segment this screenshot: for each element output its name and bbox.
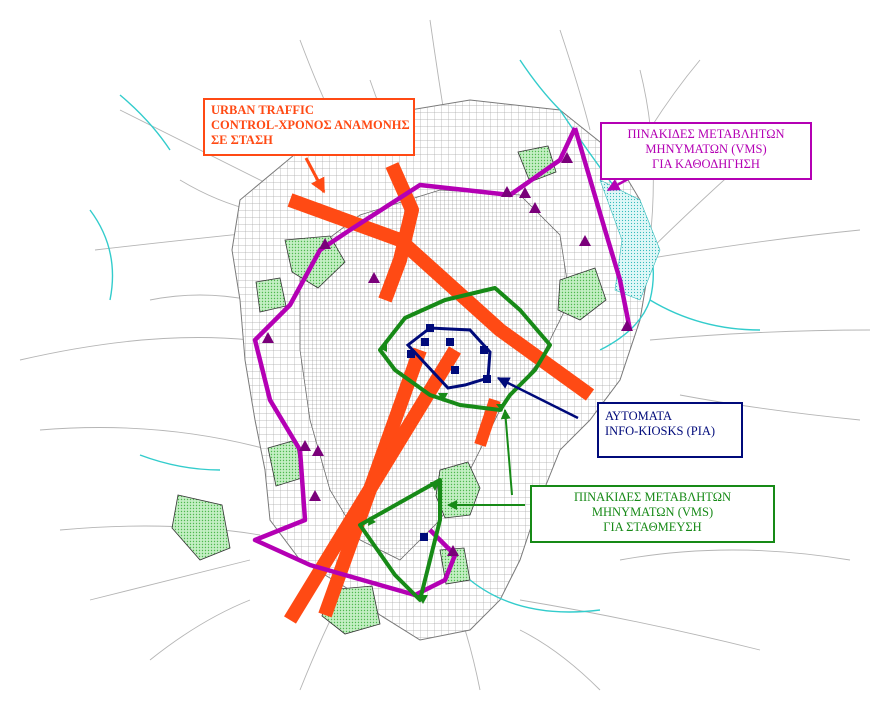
info-kiosk-icon	[426, 324, 434, 332]
vms-parking-label-line2: ΜΗΝΥΜΑΤΩΝ (VMS)	[591, 505, 714, 519]
vms-sign-icon	[529, 202, 541, 213]
outer-roads	[19, 19, 871, 691]
vms-parking-loop-south	[358, 478, 442, 602]
parking-leader-arrow-1	[500, 409, 513, 496]
info-kiosk-markers	[407, 324, 491, 541]
vms-sign-markers	[262, 152, 633, 556]
parking-sign-icon	[368, 517, 376, 526]
vms-guidance-label-line1: ΠΙΝΑΚΙΔΕΣ ΜΕΤΑΒΛΗΤΩΝ	[627, 127, 785, 141]
vms-sign-icon	[299, 440, 311, 451]
parking-sign-icon	[438, 393, 448, 402]
info-kiosk-icon	[420, 533, 428, 541]
parking-sign-icon	[418, 595, 428, 604]
vms-parking-callout: ΠΙΝΑΚΙΔΕΣ ΜΕΤΑΒΛΗΤΩΝ ΜΗΝΥΜΑΤΩΝ (VMS) ΓΙΑ…	[530, 485, 775, 543]
vms-guidance-ring-east	[572, 127, 633, 331]
vms-parking-loop	[378, 286, 552, 412]
info-kiosks-label-line1: ΑΥΤΟΜΑΤΑ	[605, 409, 673, 423]
info-kiosk-icon	[483, 375, 491, 383]
vms-sign-icon	[312, 445, 324, 456]
vms-sign-icon	[561, 152, 573, 163]
vms-sign-icon	[309, 490, 321, 501]
info-kiosk-icon	[407, 350, 415, 358]
vms-parking-label-line3: ΓΙΑ ΣΤΑΘΜΕΥΣΗ	[603, 520, 702, 534]
vms-sign-icon	[262, 332, 274, 343]
info-kiosk-icon	[446, 338, 454, 346]
info-kiosks-callout: ΑΥΤΟΜΑΤΑ INFO-KIOSKS (PIA)	[597, 402, 743, 458]
urban-traffic-label-line2: CONTROL-ΧΡΟΝΟΣ ΑΝΑΜΟΝΗΣ	[211, 118, 410, 132]
info-kiosk-icon	[480, 346, 488, 354]
vms-guidance-callout: ΠΙΝΑΚΙΔΕΣ ΜΕΤΑΒΛΗΤΩΝ ΜΗΝΥΜΑΤΩΝ (VMS) ΓΙΑ…	[600, 122, 812, 180]
utc-corridor-north	[378, 162, 419, 303]
parking-sign-icon	[379, 344, 387, 352]
vms-parking-label-line1: ΠΙΝΑΚΙΔΕΣ ΜΕΤΑΒΛΗΤΩΝ	[573, 490, 732, 504]
urban-traffic-label-line3: ΣΕ ΣΤΑΣΗ	[211, 133, 273, 147]
vms-sign-icon	[368, 272, 380, 283]
vms-sign-icon	[447, 545, 459, 556]
kiosk-leader-arrow	[496, 376, 579, 420]
urban-traffic-callout: URBAN TRAFFIC CONTROL-ΧΡΟΝΟΣ ΑΝΑΜΟΝΗΣ ΣΕ…	[203, 98, 415, 156]
info-kiosk-icon	[451, 366, 459, 374]
vms-guidance-ring	[252, 127, 578, 598]
vms-sign-icon	[579, 235, 591, 246]
info-kiosk-icon	[421, 338, 429, 346]
parking-sign-icon	[430, 482, 440, 491]
vms-sign-icon	[621, 320, 633, 331]
river-bank	[599, 179, 661, 301]
vms-sign-icon	[519, 187, 531, 198]
vms-sign-icon	[319, 238, 331, 249]
kiosk-zone	[405, 326, 492, 390]
vms-guidance-label-line2: ΜΗΝΥΜΑΤΩΝ (VMS)	[645, 142, 767, 156]
rivers	[89, 59, 761, 613]
vms-guidance-label-line3: ΓΙΑ ΚΑΘΟΔΗΓΗΣΗ	[652, 157, 760, 171]
utc-leader-arrow	[304, 157, 326, 194]
urban-traffic-label-line1: URBAN TRAFFIC	[211, 103, 314, 117]
vms-sign-icon	[501, 186, 513, 197]
utc-corridor-west-east	[287, 193, 595, 401]
info-kiosks-label-line2: INFO-KIOSKS (PIA)	[605, 424, 716, 438]
